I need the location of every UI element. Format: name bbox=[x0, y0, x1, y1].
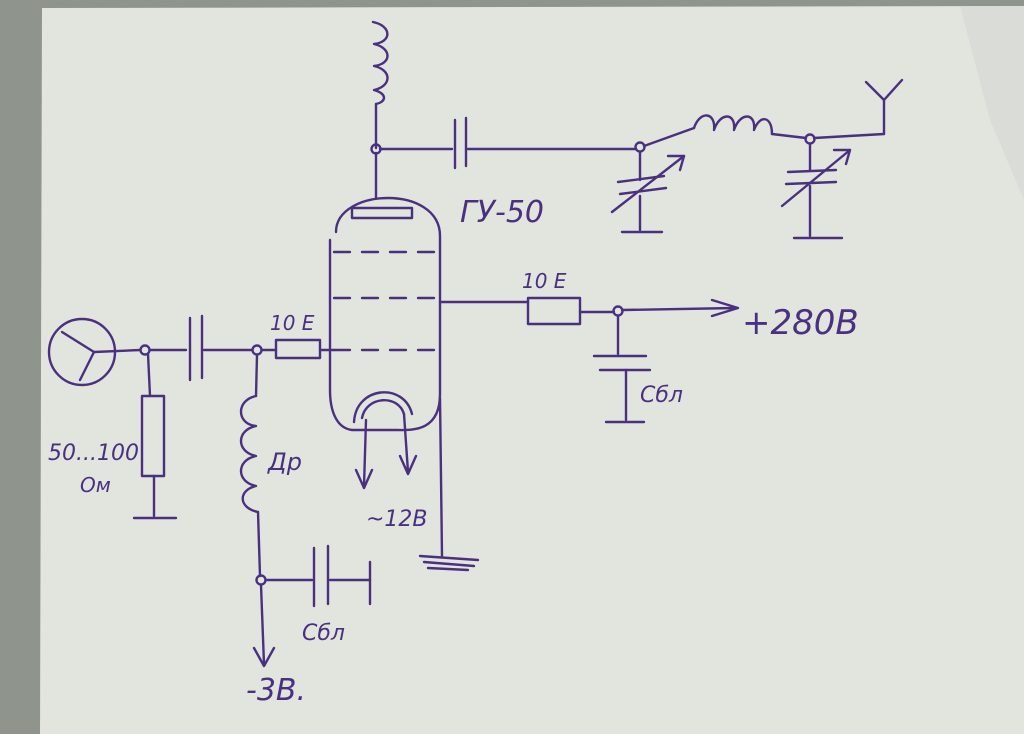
heater-label: ~12В bbox=[366, 507, 428, 532]
screen-bypass-capacitor bbox=[592, 314, 652, 424]
grid-resistor bbox=[260, 338, 336, 360]
bias-bypass-label: Сбл bbox=[302, 621, 345, 646]
grid-resistor-label: 10 Е bbox=[270, 311, 315, 335]
supply-voltage-label: +280В bbox=[742, 303, 859, 343]
paper-sheet bbox=[40, 6, 1024, 734]
cathode-ground bbox=[418, 396, 480, 572]
output-coil bbox=[642, 114, 808, 148]
screen-resistor-label: 10 Е bbox=[522, 269, 567, 293]
bias-label: -3В. bbox=[246, 673, 306, 708]
input-resistor-unit: Ом bbox=[80, 473, 111, 497]
input-connector bbox=[47, 317, 142, 387]
bias-bypass-capacitor bbox=[264, 544, 372, 608]
heater-leads bbox=[354, 412, 418, 490]
input-resistor bbox=[132, 352, 178, 520]
coupling-capacitor bbox=[148, 314, 254, 382]
grid-choke bbox=[239, 353, 262, 578]
screen-bypass-label: Сбл bbox=[640, 383, 683, 408]
anode-choke bbox=[371, 20, 389, 150]
antenna bbox=[812, 78, 904, 140]
tuning-capacitor-1 bbox=[610, 150, 686, 234]
paper-shadow bbox=[960, 6, 1024, 200]
output-coupling-capacitor bbox=[378, 116, 638, 170]
screen-resistor bbox=[438, 296, 616, 326]
vacuum-tube bbox=[328, 196, 442, 432]
bias-arrow bbox=[252, 583, 276, 668]
choke-label: Др bbox=[267, 448, 302, 476]
tube-label: ГУ-50 bbox=[460, 195, 544, 230]
input-resistor-value: 50...100 bbox=[48, 441, 139, 466]
tuning-capacitor-2 bbox=[780, 142, 852, 240]
supply-arrow bbox=[620, 298, 740, 318]
